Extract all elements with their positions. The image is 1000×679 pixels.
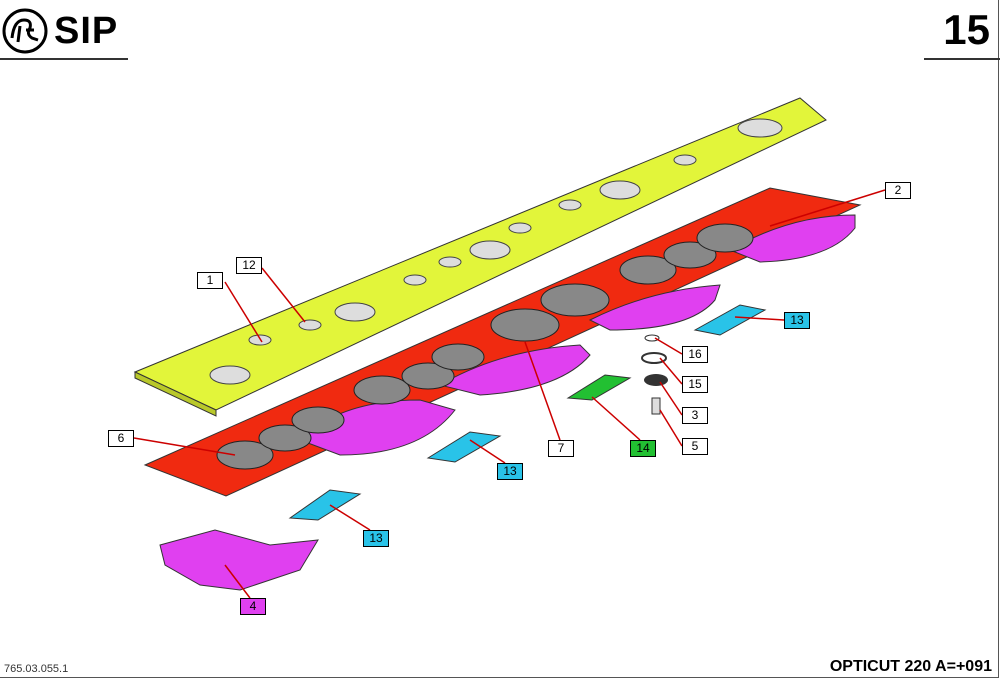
- callout-16: 16: [682, 346, 708, 363]
- callout-3: 3: [682, 407, 708, 424]
- callout-7: 7: [548, 440, 574, 457]
- knife-part-13: [693, 304, 767, 336]
- bolt-part-5: [651, 397, 661, 415]
- callout-13: 13: [784, 312, 810, 329]
- document-number: 765.03.055.1: [4, 663, 69, 675]
- callout-15: 15: [682, 376, 708, 393]
- callout-4: 4: [240, 598, 266, 615]
- sip-emblem-icon: [2, 8, 48, 54]
- bottom-plate-part-4: [159, 529, 319, 591]
- callout-13: 13: [497, 463, 523, 480]
- top-plate-holes: [209, 118, 783, 385]
- sip-logo: SIP: [2, 8, 118, 54]
- washer-part-16: [644, 334, 660, 342]
- callout-13: 13: [363, 530, 389, 547]
- top-plate-edge: [134, 371, 217, 417]
- knife-part-13: [288, 489, 362, 521]
- leader-lines: [133, 189, 886, 599]
- header-rule-right: [924, 58, 1000, 60]
- callout-1: 1: [197, 272, 223, 289]
- callout-6: 6: [108, 430, 134, 447]
- gears: [216, 223, 754, 470]
- hub-part-3: [644, 374, 668, 386]
- model-name: OPTICUT 220 A=+091: [829, 658, 992, 675]
- knife-part-14: [566, 374, 632, 401]
- callout-12: 12: [236, 257, 262, 274]
- header-rule-left: [0, 58, 128, 60]
- callout-5: 5: [682, 438, 708, 455]
- callout-14: 14: [630, 440, 656, 457]
- ring-part-15: [641, 352, 667, 364]
- blade-row: [299, 214, 856, 456]
- brand-name: SIP: [54, 10, 119, 52]
- callout-2: 2: [885, 182, 911, 199]
- knife-part-13: [426, 431, 502, 463]
- page-number: 15: [943, 6, 990, 53]
